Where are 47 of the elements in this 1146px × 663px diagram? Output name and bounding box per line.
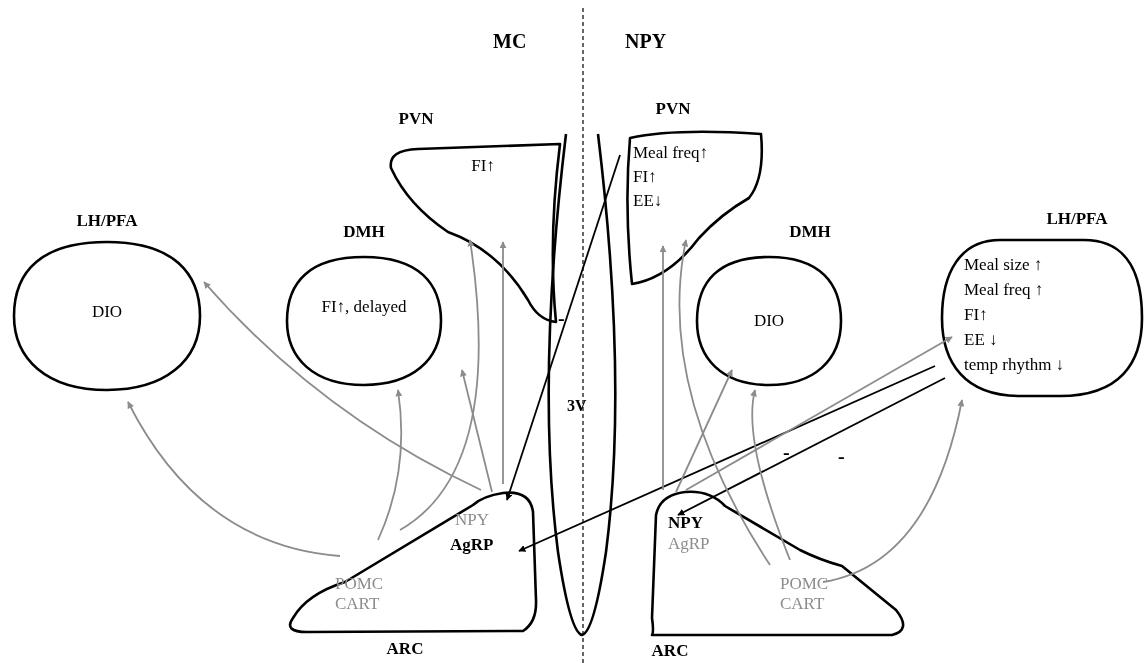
text-label: POMC CART bbox=[780, 574, 830, 614]
arrow bbox=[822, 399, 965, 583]
text-label: FI↑ bbox=[470, 155, 496, 177]
region-label: DMH bbox=[788, 221, 832, 243]
arrow bbox=[505, 154, 621, 501]
arrow bbox=[460, 369, 493, 493]
edge-label: - bbox=[557, 308, 566, 328]
text-label: NPY bbox=[668, 512, 704, 534]
text-label: FI↑, delayed bbox=[320, 296, 408, 318]
text-label: FI↑ bbox=[964, 304, 989, 326]
arrow bbox=[675, 369, 733, 493]
region-label: LH/PFA bbox=[1045, 208, 1109, 230]
text-label: DIO bbox=[752, 310, 786, 332]
arrow bbox=[685, 336, 953, 491]
region-label: ARC bbox=[650, 640, 690, 662]
arrow bbox=[750, 389, 791, 561]
column-title: MC bbox=[493, 29, 527, 54]
arrow bbox=[399, 239, 480, 531]
arrow bbox=[677, 377, 946, 516]
arrow bbox=[518, 365, 936, 552]
arrow bbox=[678, 239, 771, 566]
text-label: FI↑ bbox=[633, 166, 658, 188]
arrow bbox=[499, 241, 507, 485]
region-label: DMH bbox=[342, 221, 386, 243]
text-label: EE ↓ bbox=[964, 329, 999, 351]
text-label: NPY bbox=[455, 510, 490, 530]
edge-label: - bbox=[782, 442, 791, 462]
ventricle-label: 3V bbox=[567, 396, 587, 416]
arrow bbox=[203, 281, 482, 491]
text-label: EE↓ bbox=[633, 190, 664, 212]
text-label: AgRP bbox=[450, 534, 495, 556]
text-label: POMC CART bbox=[335, 574, 385, 614]
arrow bbox=[377, 389, 403, 541]
edge-label: - bbox=[837, 446, 846, 466]
region-label: PVN bbox=[654, 98, 692, 120]
text-label: AgRP bbox=[668, 534, 711, 554]
arrow bbox=[659, 245, 667, 491]
region-label: PVN bbox=[397, 108, 435, 130]
text-label: Meal size ↑ bbox=[964, 254, 1044, 276]
column-title: NPY bbox=[625, 29, 667, 54]
text-label: temp rhythm ↓ bbox=[964, 354, 1066, 376]
text-label: Meal freq↑ bbox=[633, 142, 710, 164]
text-label: DIO bbox=[90, 301, 124, 323]
arrow bbox=[127, 401, 341, 557]
region-label: ARC bbox=[385, 638, 425, 660]
text-label: Meal freq ↑ bbox=[964, 279, 1045, 301]
region-label: LH/PFA bbox=[75, 210, 139, 232]
